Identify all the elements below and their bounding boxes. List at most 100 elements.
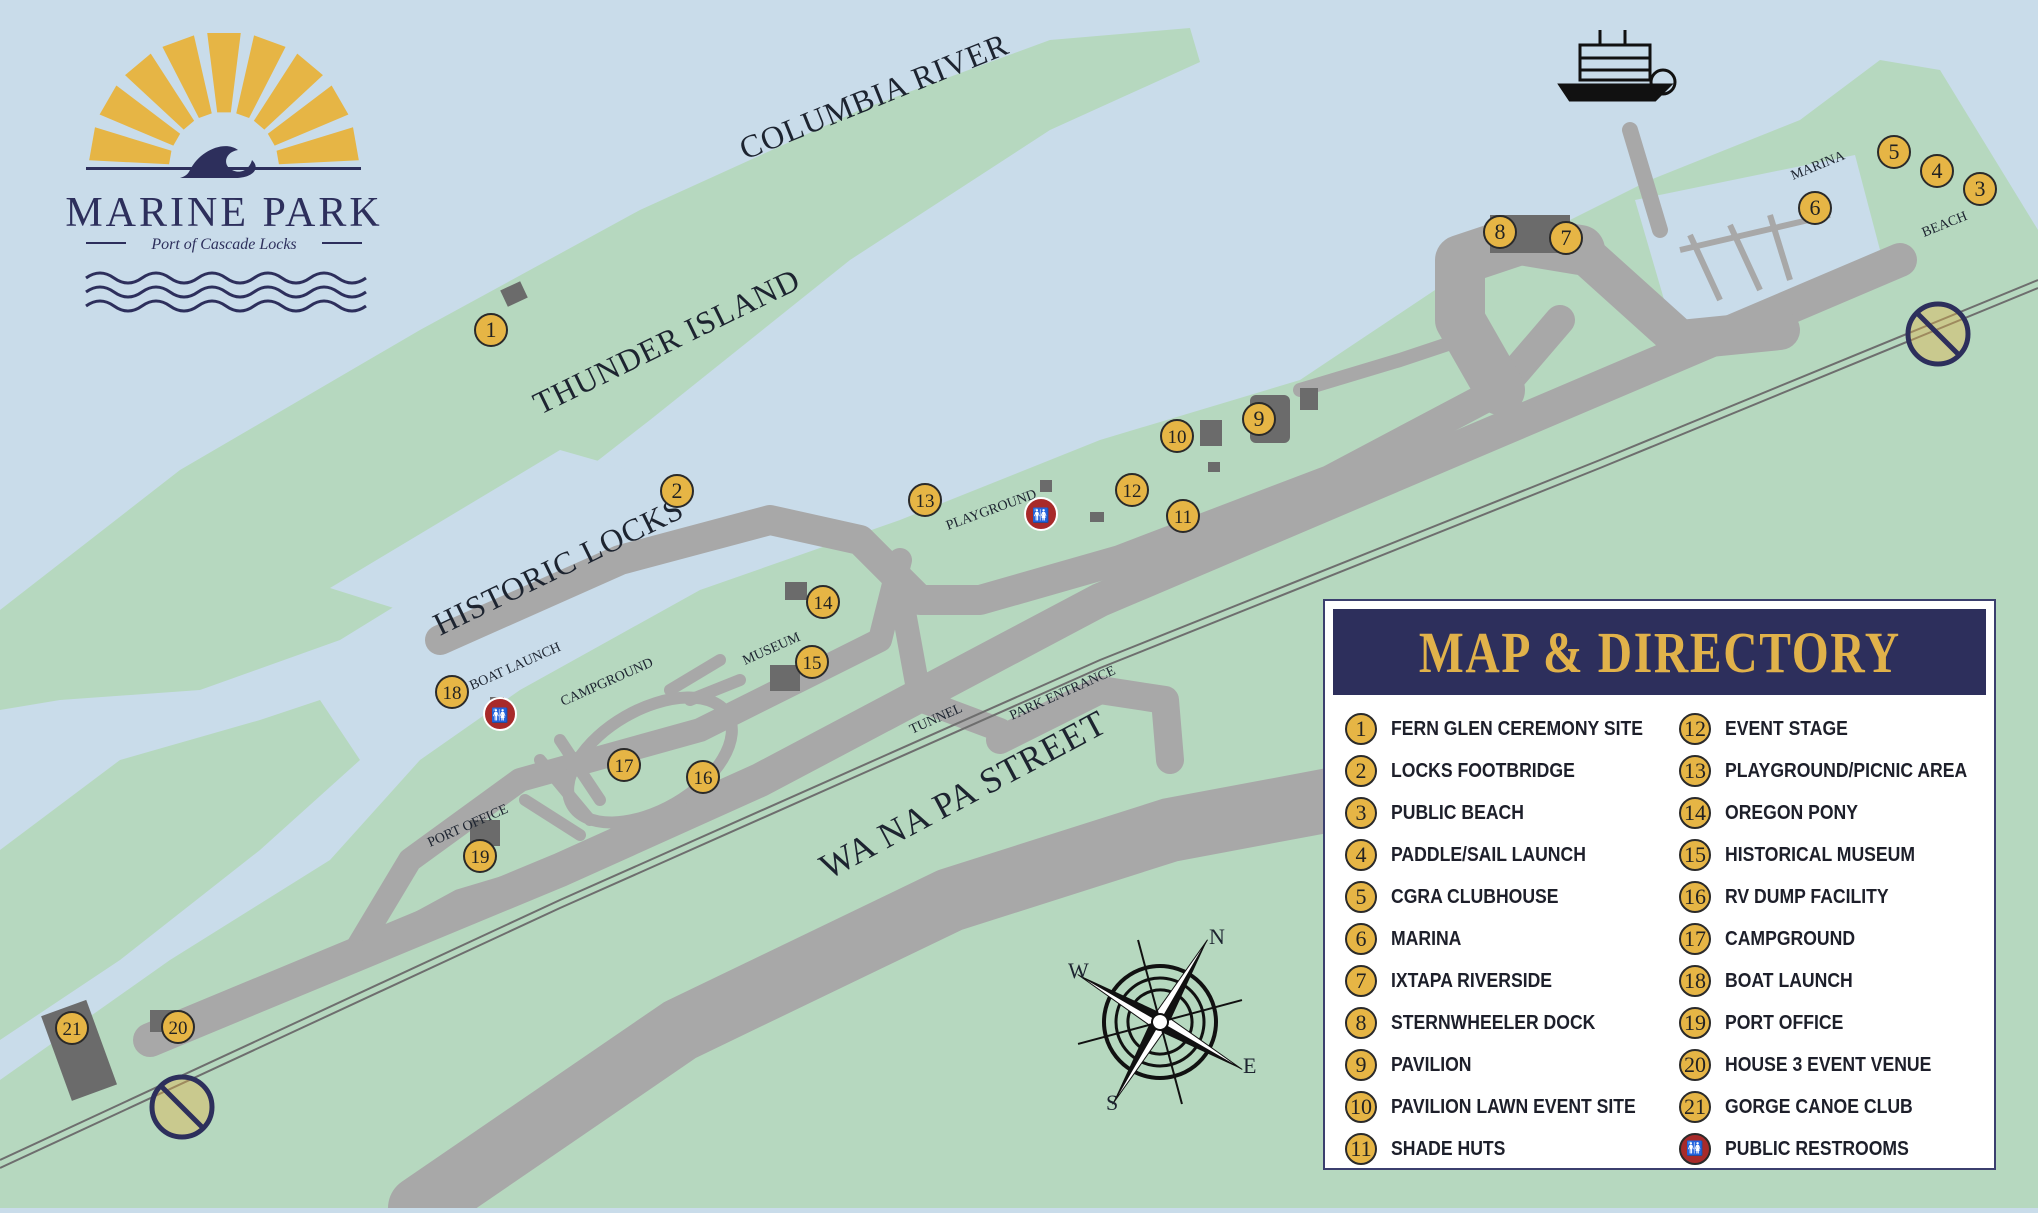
thunder-island [0,28,1200,710]
marker-20[interactable]: 20 [161,1010,195,1044]
marker-18[interactable]: 18 [435,675,469,709]
legend-number-badge: 15 [1679,839,1711,871]
marker-number: 1 [486,317,497,342]
sun-ray [99,85,181,146]
legend-item: 20 HOUSE 3 EVENT VENUE [1679,1044,2000,1086]
compass-e: E [1243,1053,1257,1078]
railroad [0,279,2038,1169]
marker-number: 12 [1123,481,1142,502]
legend-item-label: PAVILION [1391,1053,1472,1076]
legend-number-badge: 21 [1679,1091,1711,1123]
legend-number-badge: 8 [1345,1007,1377,1039]
legend-number-badge: 14 [1679,797,1711,829]
marker-11[interactable]: 11 [1166,499,1200,533]
legend-item: 10 PAVILION LAWN EVENT SITE [1345,1086,1677,1128]
sun-icon [89,33,359,165]
legend-item-label: CAMPGROUND [1725,927,1856,950]
marker-number: 11 [1174,507,1192,528]
marker-2[interactable]: 2 [660,474,694,508]
marker-number: 7 [1561,225,1572,250]
marker-16[interactable]: 16 [686,760,720,794]
legend-number-badge: 6 [1345,923,1377,955]
sternwheeler-icon [1557,30,1677,102]
sun-ray [236,35,286,119]
legend-item: 4 PADDLE/SAIL LAUNCH [1345,834,1677,876]
legend-item: 8 STERNWHEELER DOCK [1345,1002,1677,1044]
legend-item-label: PADDLE/SAIL LAUNCH [1391,843,1586,866]
marker-21[interactable]: 21 [55,1011,89,1045]
svg-text:🚻: 🚻 [491,707,508,724]
compass-n: N [1209,924,1226,949]
legend-number-badge: 17 [1679,923,1711,955]
legend-number-badge: 10 [1345,1091,1377,1123]
waves-icon [85,271,367,313]
legend-header: MAP & DIRECTORY [1333,609,1986,695]
marker-number: 3 [1975,176,1986,201]
legend-item-label: RV DUMP FACILITY [1725,885,1889,908]
legend-number-badge: 4 [1345,839,1377,871]
legend-number-badge: 5 [1345,881,1377,913]
marker-14[interactable]: 14 [806,585,840,619]
legend-item: 🚻PUBLIC RESTROOMS [1679,1128,2000,1170]
marker-15[interactable]: 15 [795,645,829,679]
marker-17[interactable]: 17 [607,748,641,782]
legend-number-badge: 12 [1679,713,1711,745]
marine-park-logo: MARINE PARK Port of Cascade Locks [65,33,380,313]
legend-item-label: MARINA [1391,927,1462,950]
marker-3[interactable]: 3 [1963,172,1997,206]
marker-9[interactable]: 9 [1242,402,1276,436]
marker-6[interactable]: 6 [1798,191,1832,225]
marker-13[interactable]: 13 [908,483,942,517]
restroom-icon: 🚻 [483,697,517,731]
marker-4[interactable]: 4 [1920,154,1954,188]
legend-item: 5 CGRA CLUBHOUSE [1345,876,1677,918]
marker-7[interactable]: 7 [1549,221,1583,255]
legend-title: MAP & DIRECTORY [1418,619,1901,685]
marker-8[interactable]: 8 [1483,215,1517,249]
marker-12[interactable]: 12 [1115,473,1149,507]
marker-number: 17 [615,756,634,777]
restroom-icon: 🚻 [1024,497,1058,531]
legend-item-label: HOUSE 3 EVENT VENUE [1725,1053,1932,1076]
marker-5[interactable]: 5 [1877,135,1911,169]
marker-number: 19 [471,847,490,868]
marker-number: 18 [443,683,462,704]
marker-1[interactable]: 1 [474,313,508,347]
legend-number-badge: 20 [1679,1049,1711,1081]
legend-number-badge: 18 [1679,965,1711,997]
legend-item-label: PORT OFFICE [1725,1011,1844,1034]
legend-number-badge: 3 [1345,797,1377,829]
legend-item-label: CGRA CLUBHOUSE [1391,885,1559,908]
marker-10[interactable]: 10 [1160,419,1194,453]
marker-number: 15 [803,653,822,674]
locks-channel [330,450,630,610]
compass-w: W [1068,958,1090,983]
marker-number: 14 [814,593,834,614]
legend-item-label: STERNWHEELER DOCK [1391,1011,1596,1034]
restroom-icon: 🚻 [1679,1133,1711,1165]
marker-number: 6 [1810,195,1821,220]
marker-number: 4 [1932,158,1943,183]
legend-item-label: PAVILION LAWN EVENT SITE [1391,1095,1636,1118]
legend-item-label: LOCKS FOOTBRIDGE [1391,759,1575,782]
marker-number: 9 [1254,406,1265,431]
marker-number: 20 [169,1018,188,1039]
compass-s: S [1106,1090,1119,1115]
sun-ray [125,53,195,130]
marker-19[interactable]: 19 [463,839,497,873]
legend-number-badge: 13 [1679,755,1711,787]
